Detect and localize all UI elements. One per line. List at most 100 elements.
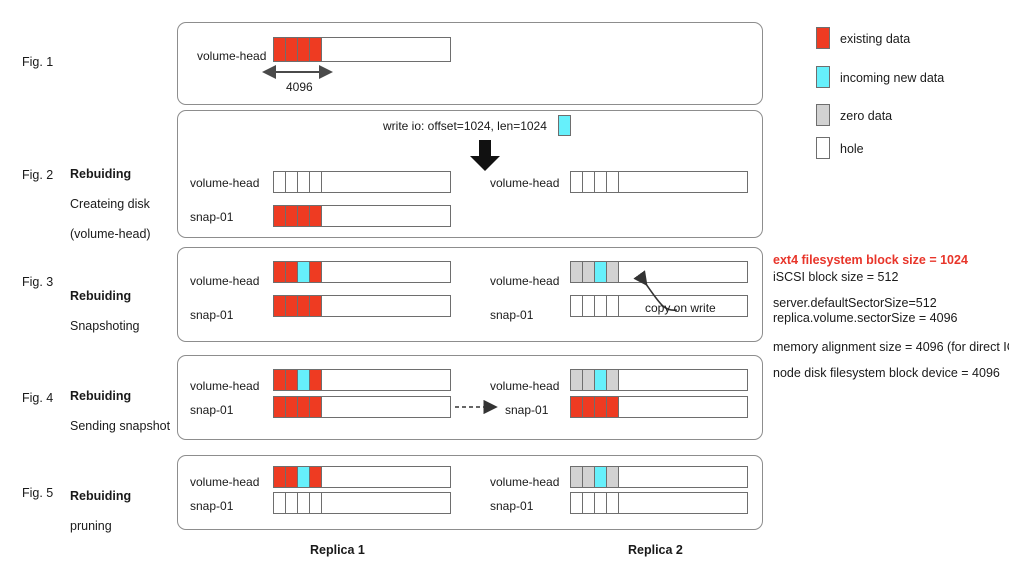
bar-cell-existing-data [274,206,286,226]
bar-cell-tail [322,262,450,282]
fig5-id: Fig. 5 [22,486,54,500]
fig3-caption: Rebuiding Snapshoting [70,274,140,334]
bar-cell-existing-data [286,370,298,390]
bar-cell-incoming-new-data [559,116,570,135]
bar-cell-hole [595,296,607,316]
fig4-subtitle: Sending snapshot [70,419,171,433]
bar-cell-tail [619,370,747,390]
fig5-label-volume-head-right: volume-head [490,475,560,489]
bar-cell-existing-data [310,262,322,282]
bar-cell-hole [310,493,322,513]
fig2-bar-volume-head-left [273,171,451,193]
bar-cell-zero-data [571,467,583,487]
fig4-label-snap01-right: snap-01 [505,403,549,417]
bar-cell-zero-data [607,262,619,282]
bar-cell-existing-data [595,397,607,417]
fig4-label-volume-head-right: volume-head [490,379,560,393]
bar-cell-incoming-new-data [595,467,607,487]
fig2-label-volume-head-left: volume-head [190,176,260,190]
bar-cell-existing-data [571,397,583,417]
bar-cell-incoming-new-data [595,370,607,390]
bar-cell-existing-data [286,397,298,417]
fig5-bar-snap01-left [273,492,451,514]
bar-cell-incoming-new-data [298,370,310,390]
bar-cell-hole [274,172,286,192]
bar-cell-tail [322,493,450,513]
fig2-label-volume-head-right: volume-head [490,176,560,190]
bar-cell-tail [322,206,450,226]
bar-cell-tail [322,467,450,487]
fig3-bar-snap01-left [273,295,451,317]
fig3-copy-on-write-arrow-icon [633,270,678,311]
fig3-bar-volume-head-left [273,261,451,283]
fig1-measure-arrow-icon [262,65,333,79]
fig4-bar-volume-head-right [570,369,748,391]
bar-cell-zero-data [607,370,619,390]
bar-cell-tail [619,262,747,282]
fig1-bar-volume-head [273,37,451,62]
note-default-sector-size: server.defaultSectorSize=512 [773,296,937,310]
bar-cell-incoming-new-data [595,262,607,282]
bar-cell-existing-data [607,397,619,417]
bar-cell-hole [298,493,310,513]
bar-cell-tail [619,172,747,192]
bar-cell-existing-data [274,467,286,487]
bar-cell-existing-data [274,262,286,282]
bar-cell-existing-data [274,296,286,316]
fig5-bar-volume-head-left [273,466,451,488]
fig3-subtitle: Snapshoting [70,319,140,333]
bar-cell-existing-data [310,397,322,417]
note-iscsi-block-size: iSCSI block size = 512 [773,270,899,284]
fig2-bar-snap01-left [273,205,451,227]
bar-cell-tail [322,370,450,390]
bar-cell-existing-data [286,262,298,282]
fig1-id: Fig. 1 [22,55,54,69]
note-ext4-block-size: ext4 filesystem block size = 1024 [773,253,968,267]
fig3-id: Fig. 3 [22,275,54,289]
legend-label-incoming-new-data: incoming new data [840,71,945,85]
bar-cell-hole [607,296,619,316]
bar-cell-hole [298,172,310,192]
bar-cell-hole [583,296,595,316]
bar-cell-incoming-new-data [298,467,310,487]
fig2-id: Fig. 2 [22,168,54,182]
bar-cell-tail [322,38,450,61]
bar-cell-existing-data [286,206,298,226]
bar-cell-existing-data [310,467,322,487]
bar-cell-existing-data [298,206,310,226]
bar-cell-existing-data [286,467,298,487]
bar-cell-zero-data [583,467,595,487]
bar-cell-existing-data [310,206,322,226]
bar-cell-hole [571,172,583,192]
bar-cell-hole [595,493,607,513]
bar-cell-tail [619,397,747,417]
fig2-bar-volume-head-right [570,171,748,193]
fig4-label-snap01-left: snap-01 [190,403,234,417]
fig3-label-snap01-right: snap-01 [490,308,534,322]
bar-cell-hole [571,296,583,316]
fig4-id: Fig. 4 [22,391,54,405]
fig5-label-volume-head-left: volume-head [190,475,260,489]
bar-cell-hole [286,493,298,513]
bar-cell-existing-data [310,370,322,390]
bar-cell-existing-data [286,38,298,61]
bar-cell-existing-data [274,370,286,390]
bar-cell-existing-data [298,296,310,316]
fig3-label-volume-head-left: volume-head [190,274,260,288]
bar-cell-zero-data [583,262,595,282]
footer-replica-1: Replica 1 [310,543,365,557]
fig4-send-snapshot-arrow-icon [455,399,498,415]
bar-cell-zero-data [607,467,619,487]
legend-swatch-hole [816,137,830,159]
fig1-bar-label-volume-head: volume-head [197,49,267,63]
bar-cell-hole [571,493,583,513]
bar-cell-existing-data [286,296,298,316]
bar-cell-existing-data [274,397,286,417]
fig4-title: Rebuiding [70,389,132,403]
fig2-subtitle-line2: (volume-head) [70,227,151,241]
bar-cell-existing-data [274,38,286,61]
note-node-disk-block-device: node disk filesystem block device = 4096 [773,366,1000,380]
fig3-copy-on-write-label: copy on write [645,301,716,315]
bar-cell-existing-data [310,296,322,316]
fig3-bar-snap01-right [570,295,748,317]
